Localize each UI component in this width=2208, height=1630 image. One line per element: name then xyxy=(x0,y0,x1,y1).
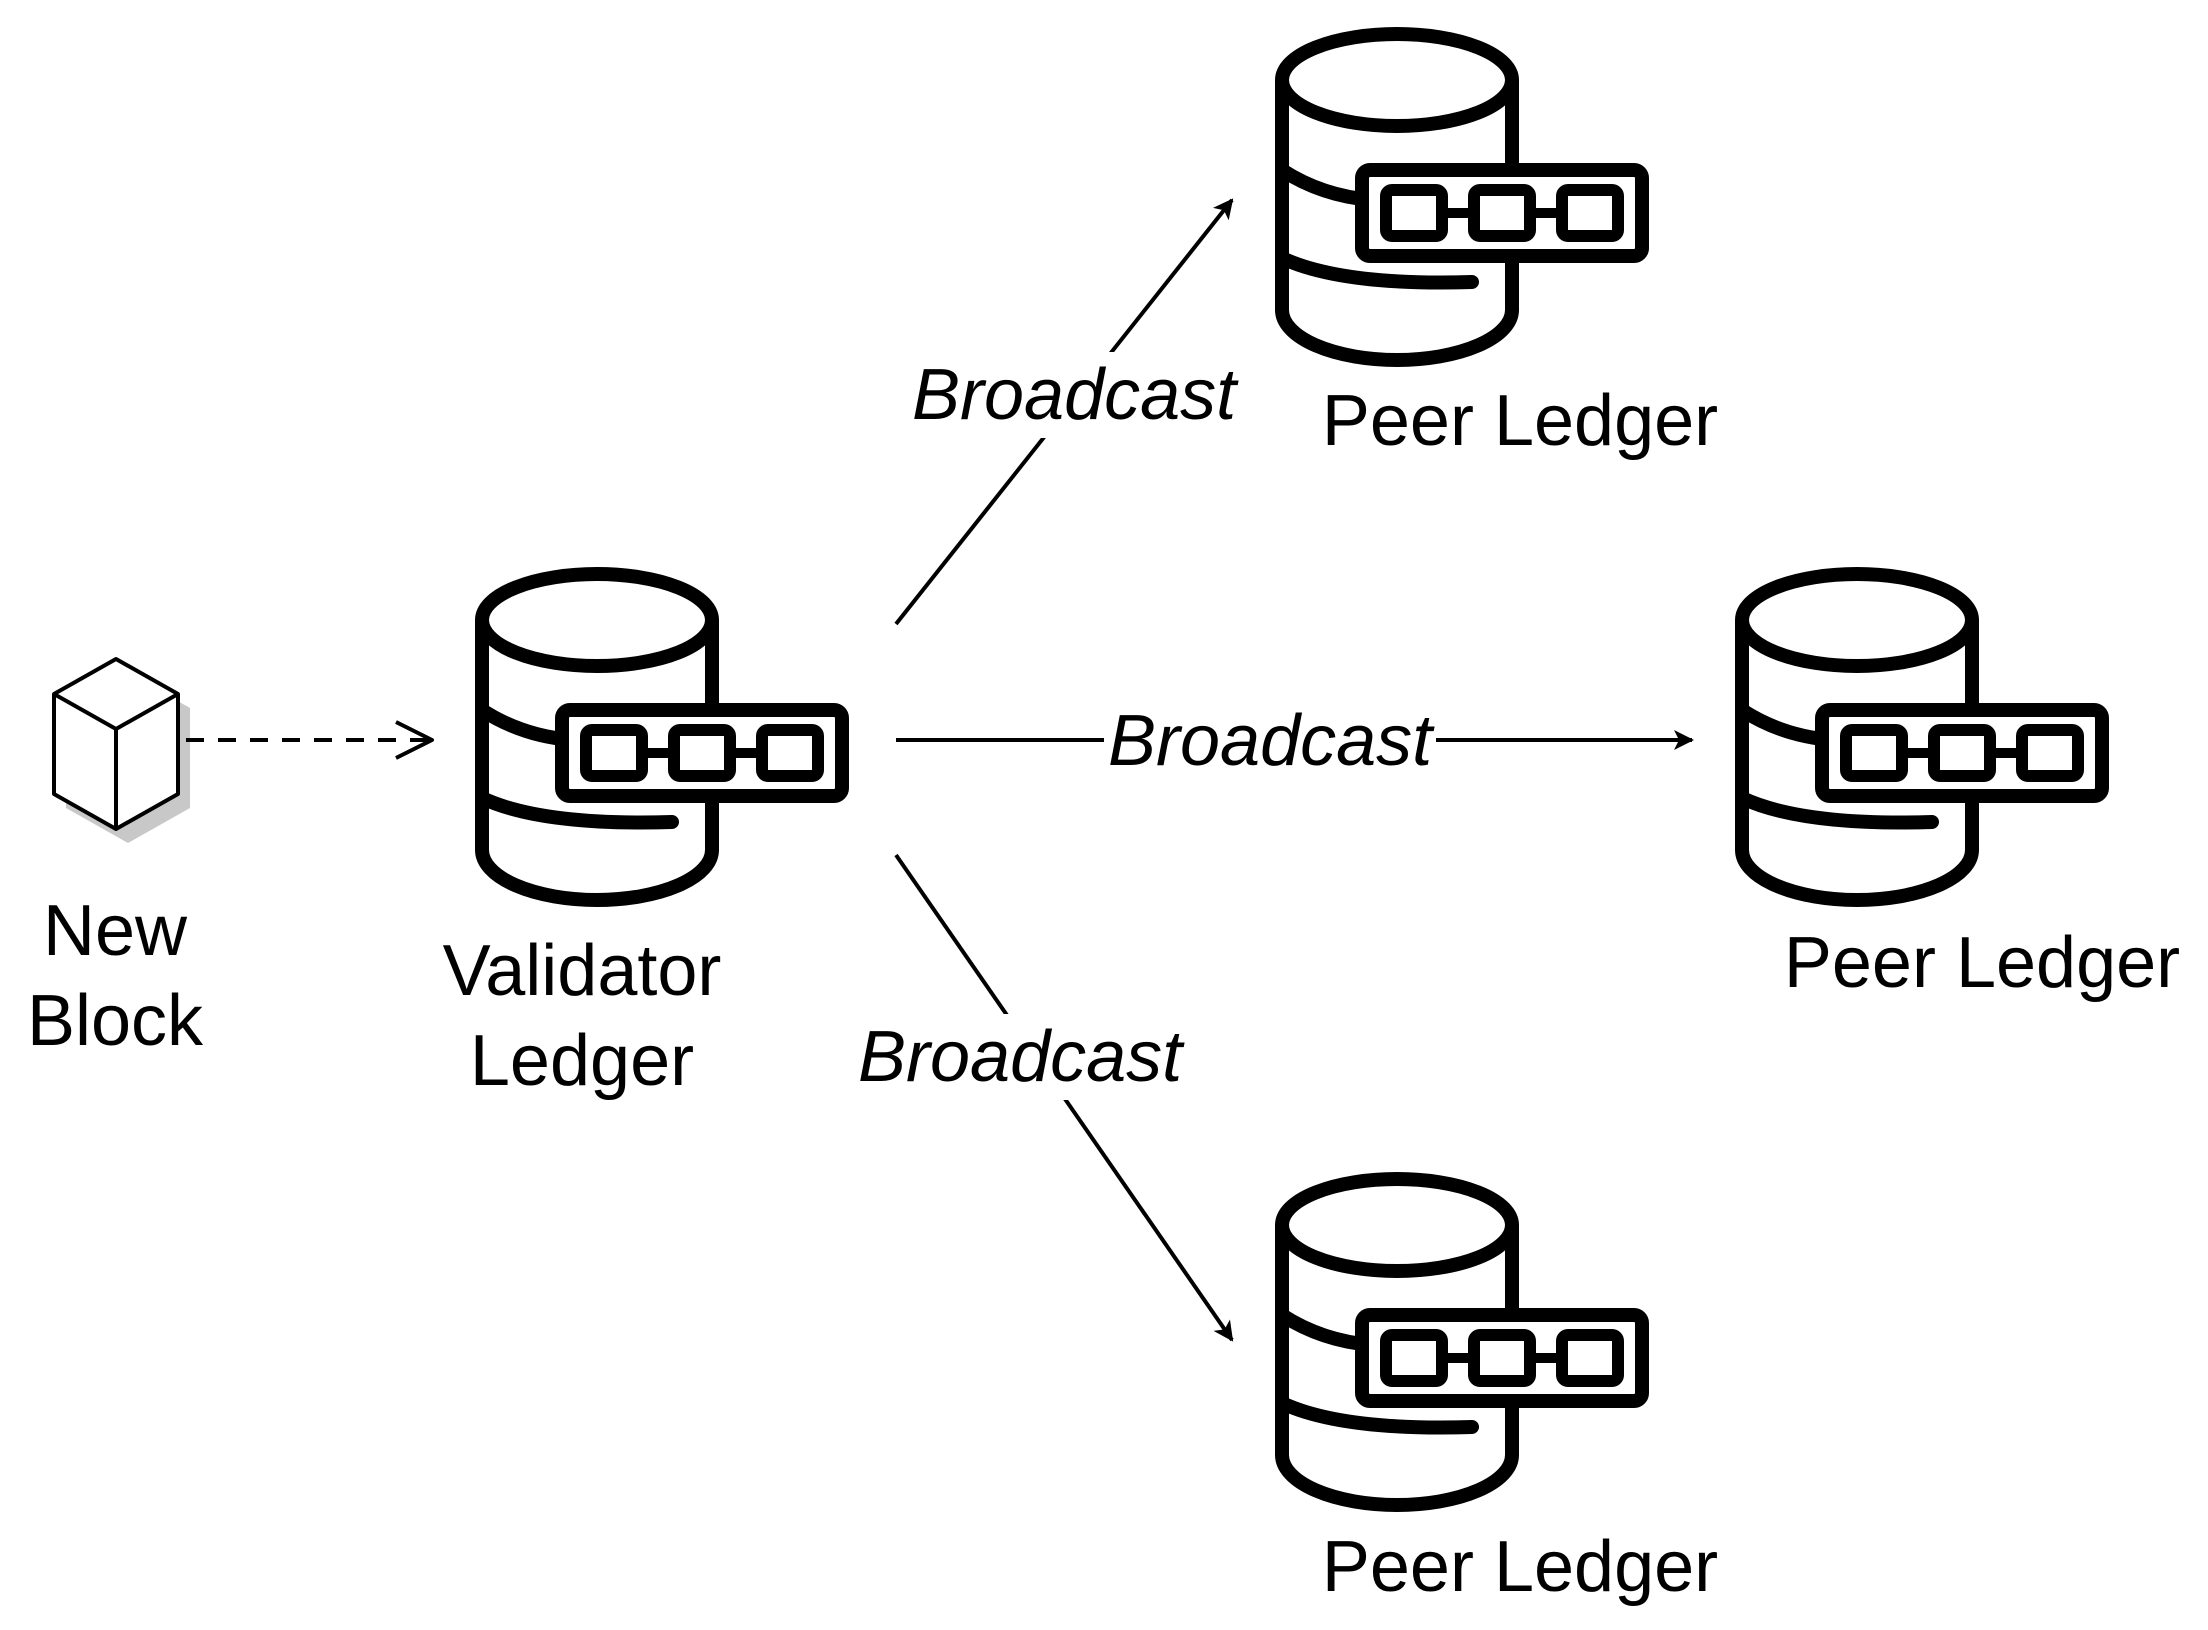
peer-ledger-bottom-label: Peer Ledger xyxy=(1321,1527,1719,1607)
validator-ledger-label-line1: Validator xyxy=(442,931,722,1011)
validator-ledger-icon xyxy=(482,574,842,900)
new-block-label-line2: Block xyxy=(26,981,204,1061)
broadcast-top-label: Broadcast xyxy=(908,352,1241,438)
submit-arrow xyxy=(186,720,434,760)
peer-ledger-middle-icon xyxy=(1742,574,2102,900)
peer-ledger-middle-label: Peer Ledger xyxy=(1783,923,2181,1003)
new-block-label-line1: New xyxy=(42,891,188,971)
cube-icon xyxy=(52,657,190,843)
new-block-label: New Block xyxy=(0,886,230,1066)
peer-ledger-bottom-icon xyxy=(1282,1179,1642,1505)
validator-ledger-label-line2: Ledger xyxy=(469,1021,695,1101)
validator-ledger-label: Validator Ledger xyxy=(412,926,752,1106)
broadcast-middle-label: Broadcast xyxy=(1104,698,1437,784)
broadcast-bottom-label: Broadcast xyxy=(854,1014,1187,1100)
peer-ledger-top-icon xyxy=(1282,34,1642,360)
peer-ledger-top-label: Peer Ledger xyxy=(1321,381,1719,461)
